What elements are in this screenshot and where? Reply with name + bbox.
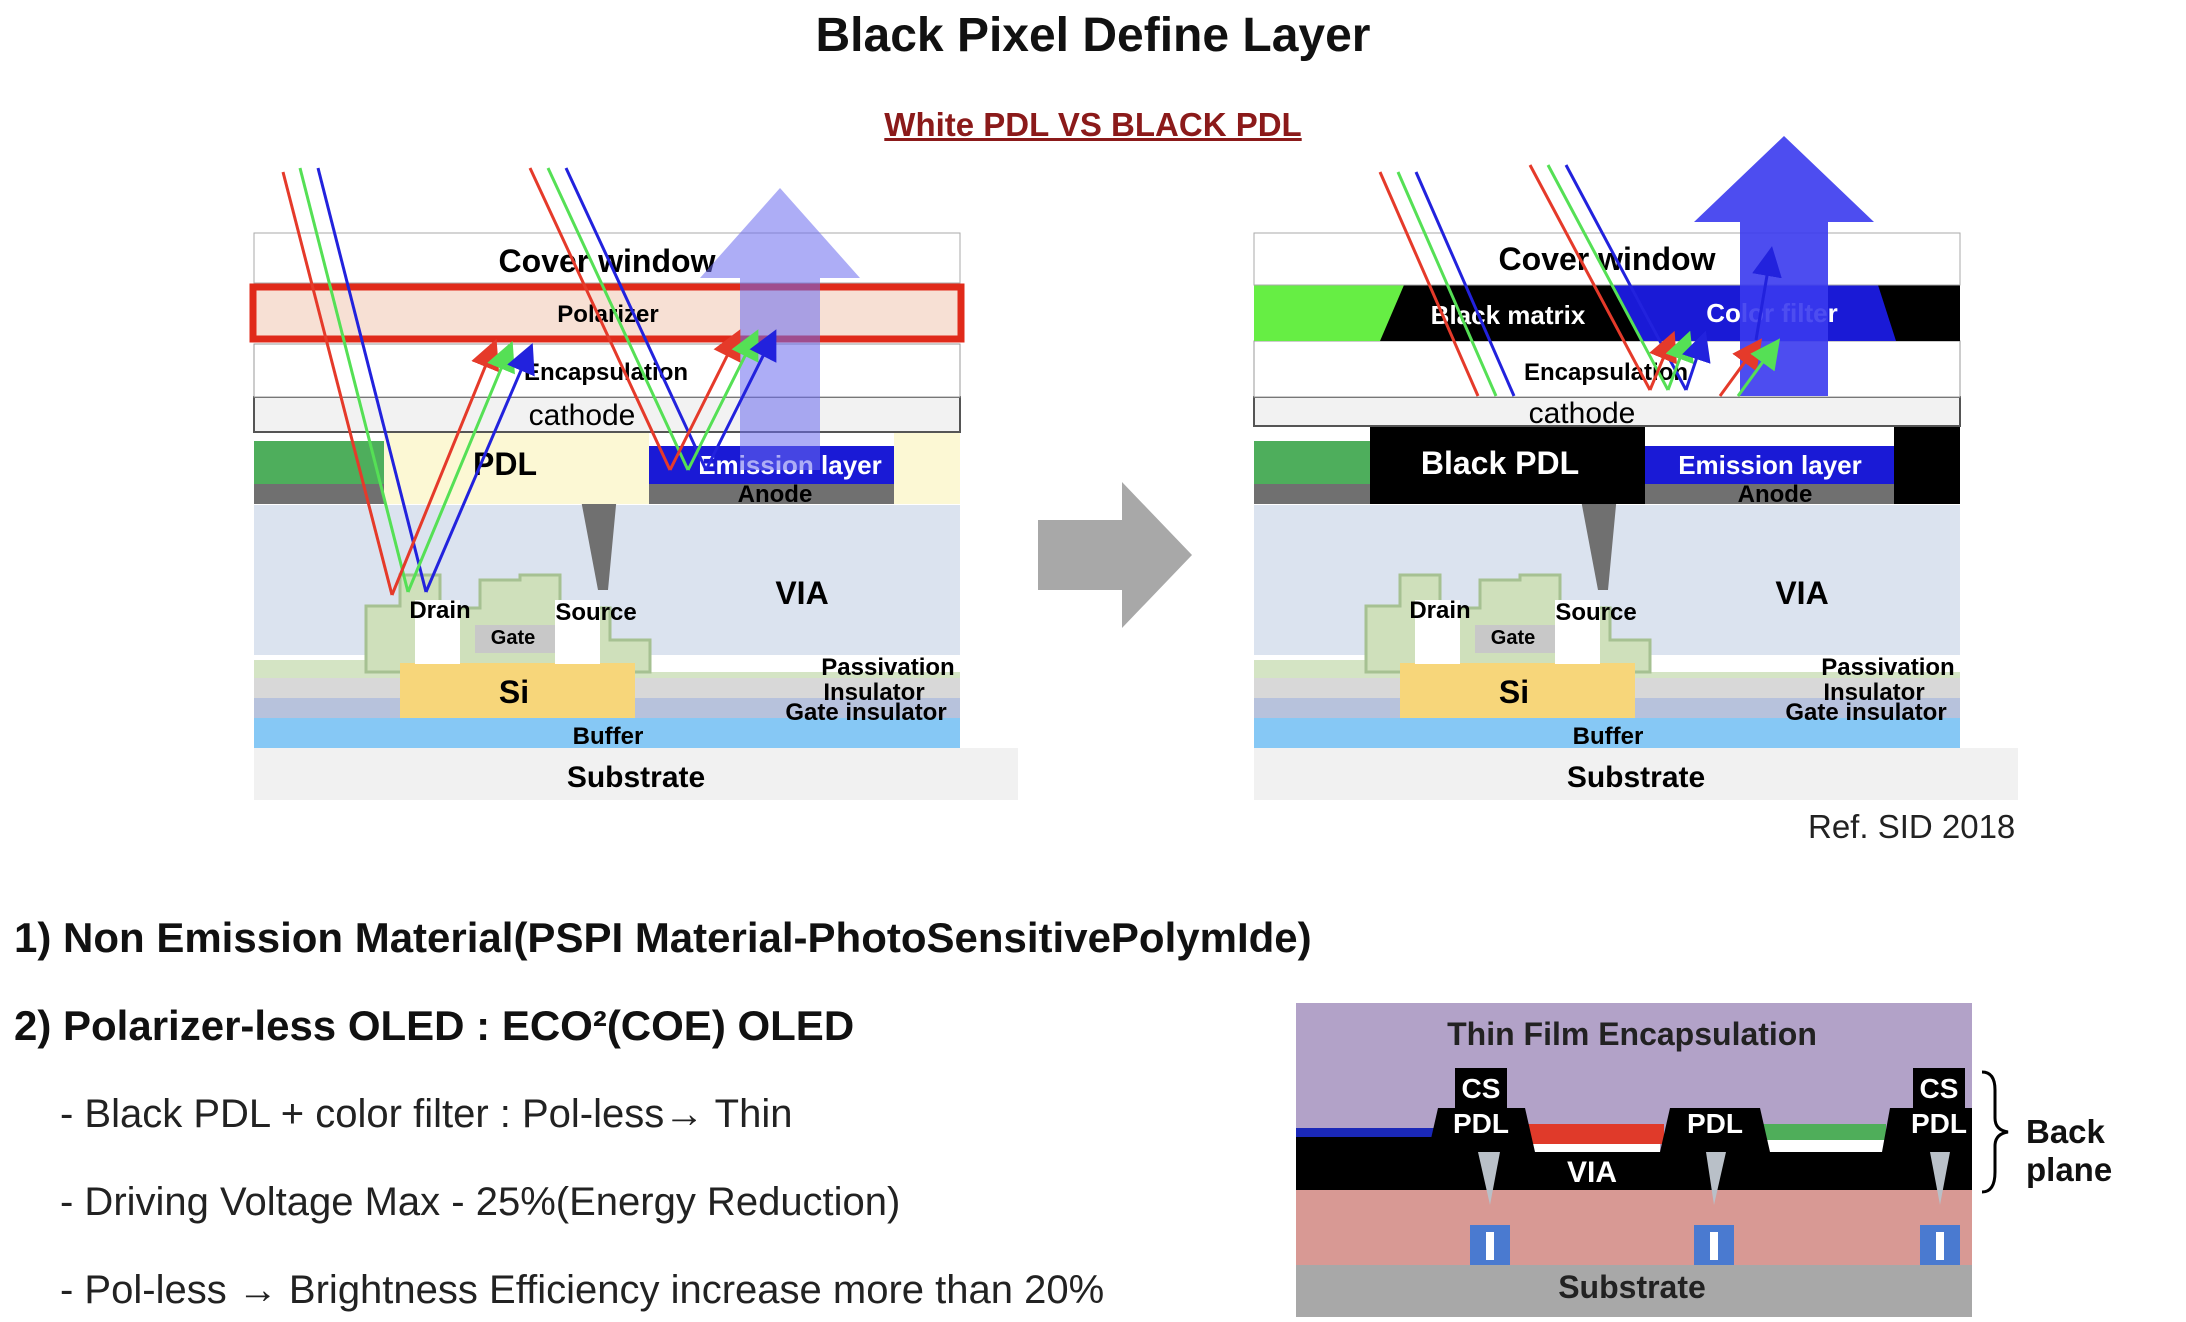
black-pdl-left (1370, 426, 1645, 504)
black-matrix-label: Black matrix (1431, 300, 1586, 330)
source-contact-right (1555, 600, 1600, 664)
inset-cs-pdl-left (1428, 1108, 1535, 1152)
drain-label-right: Drain (1409, 597, 1470, 624)
tfe-label: Thin Film Encapsulation (1447, 1016, 1817, 1052)
color-filter-green (1254, 285, 1404, 341)
black-pdl-diagram: Substrate Buffer Si Gate Drain Source VI… (1253, 136, 2018, 800)
ambient-light-rays (281, 167, 777, 596)
reference-label: Ref. SID 2018 (1808, 808, 2016, 845)
encapsulation-layer (253, 343, 961, 398)
inset-via-label: VIA (1567, 1156, 1617, 1189)
point-1: 1) Non Emission Material(PSPI Material-P… (14, 914, 1312, 961)
source-contact (555, 600, 600, 664)
pdl-label: PDL (473, 446, 537, 482)
drain-label: Drain (409, 597, 470, 624)
si-label-right: Si (1499, 674, 1529, 710)
polarizer-label: Polarizer (557, 301, 658, 328)
sub-point-1: - Black PDL + color filter : Pol-less→ T… (60, 1092, 793, 1136)
cover-window-label: Cover window (499, 243, 716, 279)
cathode-layer (253, 396, 961, 433)
cathode-label-right: cathode (1529, 397, 1636, 430)
pdl-right (894, 432, 960, 504)
anode-via-contact-right (1568, 484, 1640, 590)
cathode-label: cathode (529, 399, 636, 432)
substrate-layer-right (1254, 748, 2018, 800)
substrate-label: Substrate (567, 761, 705, 794)
emission-green-right (1254, 441, 1384, 484)
substrate-layer (254, 748, 1018, 800)
via-label: VIA (775, 575, 828, 611)
gate-label-right: Gate (1491, 627, 1535, 649)
inset-substrate (1296, 1265, 1972, 1317)
inset-blue-subpixel (1296, 1128, 1438, 1137)
inset-pdl-right-label: PDL (1911, 1108, 1967, 1139)
sub-point-2: - Driving Voltage Max - 25%(Energy Reduc… (60, 1180, 901, 1224)
drain-contact (415, 600, 460, 664)
encapsulation-layer-right (1253, 340, 1961, 398)
pdl-left (384, 432, 649, 504)
ambient-light-rays-right (1378, 164, 1782, 397)
inset-cs-left-label: CS (1462, 1073, 1501, 1104)
substrate-label-right: Substrate (1567, 761, 1705, 794)
inset-green-subpixel (1760, 1124, 1886, 1140)
black-pdl-label: Black PDL (1421, 445, 1579, 481)
insulator-label-right: Insulator (1823, 679, 1924, 706)
comparison-subtitle: White PDL VS BLACK PDL (884, 106, 1302, 143)
passivation-label: Passivation (821, 654, 954, 681)
inset-cs-pdl-right (1882, 1108, 1972, 1152)
anode-label: Anode (738, 481, 813, 508)
inset-pdl-middle (1660, 1108, 1770, 1152)
buffer-layer-right (1254, 718, 1960, 748)
back-plane-brace (1981, 1070, 2009, 1194)
inset-red-subpixel (1528, 1124, 1664, 1144)
buffer-layer (254, 718, 960, 748)
inset-cs-right-label: CS (1920, 1073, 1959, 1104)
cathode-layer-right (1253, 396, 1961, 427)
inset-substrate-label: Substrate (1558, 1269, 1706, 1305)
anode-left (254, 484, 384, 504)
emission-label-right: Emission layer (1678, 450, 1862, 480)
passivation-label-right: Passivation (1821, 654, 1954, 681)
buffer-label-right: Buffer (1573, 723, 1644, 750)
buffer-label: Buffer (573, 723, 644, 750)
page-title: Black Pixel Define Layer (815, 9, 1371, 62)
inset-via (1296, 1152, 1972, 1190)
anode-left-right (1254, 484, 1384, 504)
si-label: Si (499, 674, 529, 710)
inset-pdl-middle-label: PDL (1687, 1108, 1743, 1139)
source-label: Source (555, 599, 636, 626)
emission-arrow-up-right (1694, 136, 1874, 396)
inset-black-pdl-structure: Thin Film Encapsulation Substrate VIA CS… (1296, 1003, 2009, 1317)
emission-green (254, 441, 384, 484)
si-layer-right (1400, 663, 1635, 718)
white-pdl-diagram: Substrate Buffer Si Gate Drain Source VI… (249, 167, 1018, 800)
black-pdl-right (1894, 426, 1960, 504)
sub-point-3: - Pol-less → Brightness Efficiency incre… (60, 1268, 1105, 1312)
inset-tft-area (1296, 1190, 1972, 1265)
gate-label: Gate (491, 627, 535, 649)
comparison-arrow (1038, 482, 1192, 628)
si-layer (400, 663, 635, 718)
gate-insulator-label: Gate insulator (785, 699, 946, 726)
anode-via-contact (540, 484, 640, 590)
drain-contact-right (1415, 600, 1460, 664)
point-2: 2) Polarizer-less OLED : ECO²(COE) OLED (14, 1002, 855, 1049)
emission-layer-right (1645, 446, 1894, 484)
cover-window-label-right: Cover window (1499, 241, 1716, 277)
back-plane-label: Back plane (2026, 1113, 2113, 1188)
gate-insulator-label-right: Gate insulator (1785, 699, 1946, 726)
source-label-right: Source (1555, 599, 1636, 626)
inset-pdl-left-label: PDL (1453, 1108, 1509, 1139)
anode-label-right: Anode (1738, 481, 1813, 508)
encapsulation-label: Encapsulation (524, 359, 688, 386)
insulator-label: Insulator (823, 679, 924, 706)
via-label-right: VIA (1775, 575, 1828, 611)
